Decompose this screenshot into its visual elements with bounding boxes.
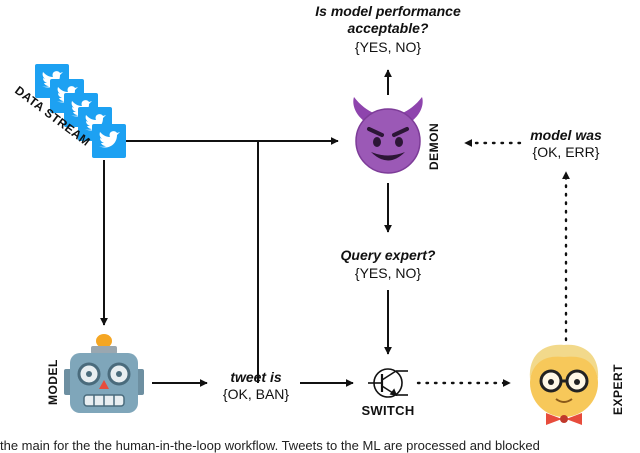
- switch-label: SWITCH: [361, 403, 415, 418]
- yes-no-mid-label: {YES, NO}: [354, 265, 422, 281]
- expert-face-icon: [529, 344, 599, 425]
- yes-no-top-label: {YES, NO}: [354, 39, 422, 55]
- ok-ban-label: {OK, BAN}: [222, 386, 290, 402]
- model-label: MODEL: [46, 359, 60, 405]
- connectors: [100, 69, 570, 387]
- robot-icon: [64, 334, 144, 413]
- query-expert-label: Query expert?: [340, 247, 436, 263]
- demon-label: DEMON: [427, 123, 441, 170]
- demon-question-line1: Is model performance: [315, 3, 461, 19]
- model-was-label: model was: [530, 127, 602, 143]
- twitter-icon: [92, 124, 126, 158]
- expert-label: EXPERT: [611, 364, 625, 415]
- demon-question-line2: acceptable?: [347, 19, 429, 36]
- ok-err-label: {OK, ERR}: [532, 144, 600, 160]
- data-stream-icon-stack: [35, 64, 126, 158]
- figure-caption: the main for the the human-in-the-loop w…: [0, 439, 540, 453]
- switch-transistor-icon: [368, 368, 408, 398]
- demon-emoji-icon: [353, 97, 423, 174]
- tweet-is-label: tweet is: [230, 369, 282, 385]
- demon-question-label: Is model performance acceptable?: [300, 3, 476, 37]
